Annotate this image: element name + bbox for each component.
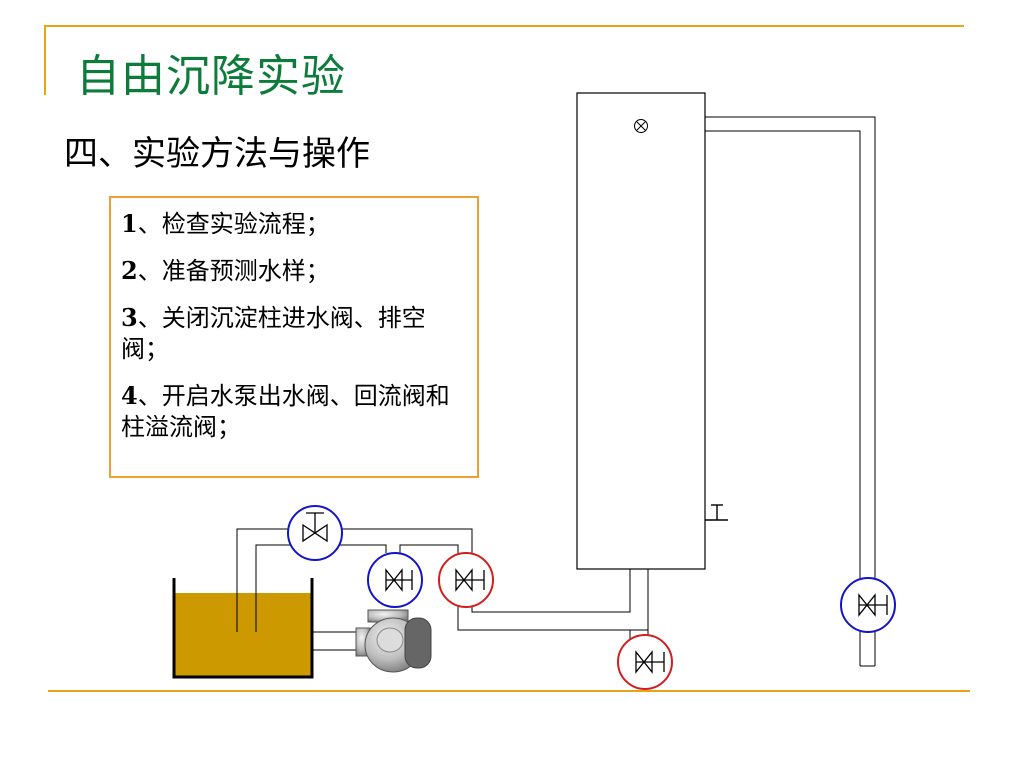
left-accent-line [44, 25, 46, 95]
top-accent-line [44, 25, 964, 27]
bottom-accent-line [48, 690, 970, 692]
step-item-4: 4、开启水泵出水阀、回流阀和柱溢流阀； [121, 381, 450, 441]
sample-tap-icon [705, 504, 728, 521]
step-item-3: 3、关闭沉淀柱进水阀、排空阀； [121, 303, 426, 363]
overflow-pipe [705, 116, 876, 667]
return-valve-icon[interactable] [438, 552, 494, 608]
pump-icon [355, 609, 432, 673]
step-item-2: 2、准备预测水样； [121, 256, 330, 285]
gauge-icon [634, 119, 648, 133]
water-tank-icon [172, 578, 314, 679]
drain-valve-icon[interactable] [617, 634, 673, 690]
section-heading: 四、实验方法与操作 [64, 134, 370, 174]
globe-valve-icon[interactable] [287, 505, 343, 561]
settling-column-icon [576, 92, 706, 570]
overflow-valve-icon[interactable] [840, 577, 896, 633]
steps-box: 1、检查实验流程； 2、准备预测水样； 3、关闭沉淀柱进水阀、排空阀； 4、开启… [109, 196, 479, 478]
step-item-1: 1、检查实验流程； [121, 209, 330, 238]
page-title: 自由沉降实验 [76, 51, 346, 102]
pump-outlet-valve-icon[interactable] [367, 552, 423, 608]
